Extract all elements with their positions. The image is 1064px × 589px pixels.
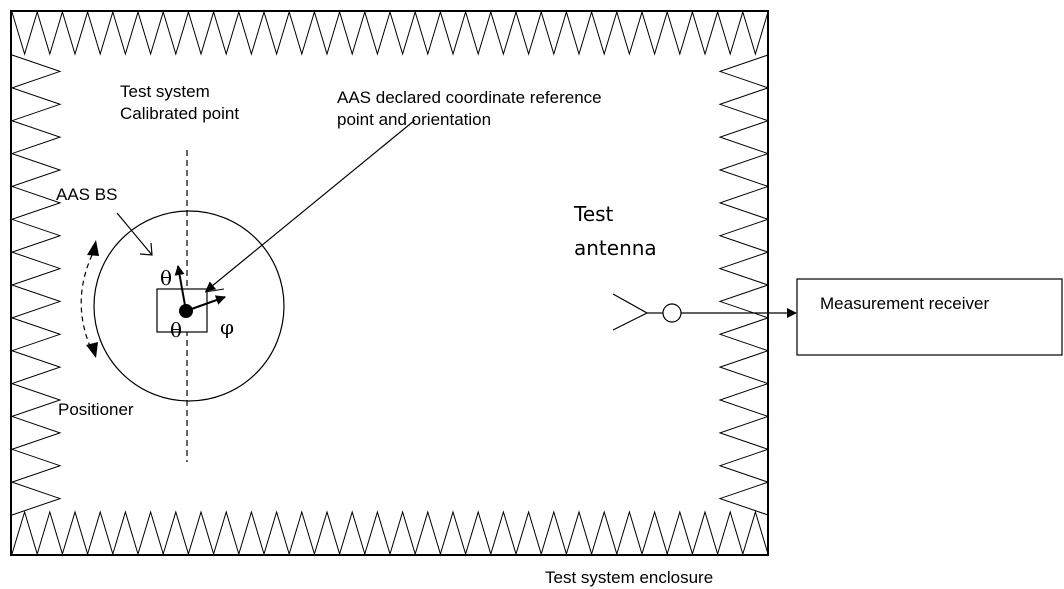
aas-bs-label: AAS BS [56,185,117,204]
theta-symbol-bottom: θ [170,318,182,342]
test-antenna-icon [612,293,649,331]
positioner-label: Positioner [58,400,134,419]
absorber-cones [10,10,770,556]
enclosure-label: Test system enclosure [545,568,713,587]
phi-axis-arrow [185,295,226,312]
absorber-top [11,10,769,56]
rotation-arrow-head-bottom [86,342,98,358]
rotation-arrow-head-top [87,240,99,256]
absorber-bottom [11,510,769,556]
measurement-receiver-label: Measurement receiver [820,294,989,313]
theta-symbol-top: θ [160,266,172,290]
aas-bs-pointer-head [139,242,153,256]
phi-symbol: φ [220,315,234,339]
absorber-left [10,54,62,516]
absorber-right [718,54,770,516]
antenna-connector [662,303,682,323]
test-system-label: Test system Calibrated point [120,82,239,123]
enclosure-frame [10,10,769,556]
measurement-receiver-box [796,278,1063,356]
rotation-arrow [80,246,97,354]
positioner-circle [93,210,285,402]
test-antenna-label: Test antenna [573,202,657,260]
aas-bs-pointer [116,212,153,256]
reference-leader-line [205,119,416,292]
theta-axis-arrow [174,265,187,312]
aas-reference-label: AAS declared coordinate reference point … [337,88,606,129]
